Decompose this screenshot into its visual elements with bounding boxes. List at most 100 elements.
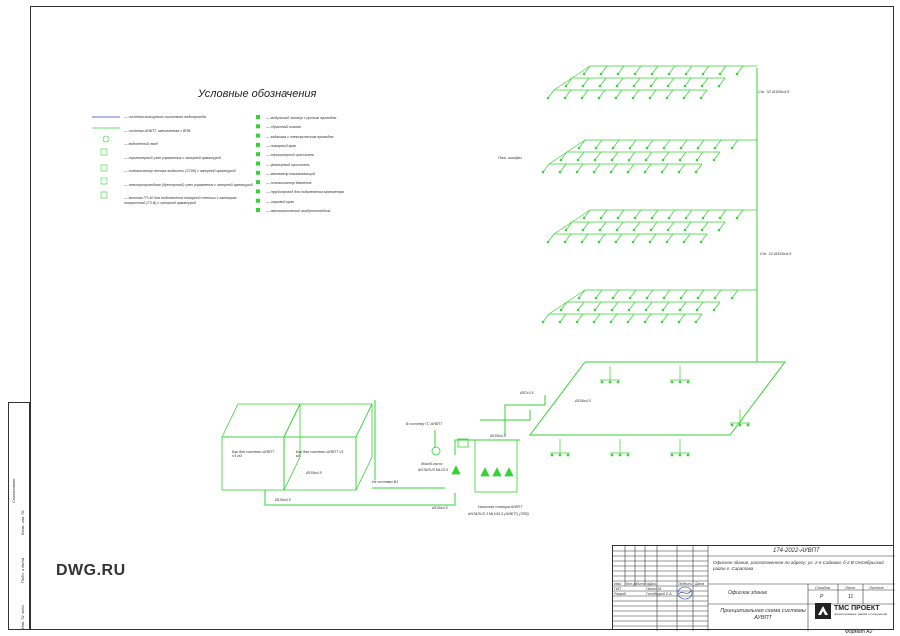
sprinkler-drop: [633, 77, 641, 87]
sprinkler-drop: [646, 139, 654, 149]
sprinkler-floor: [546, 209, 757, 244]
sprinkler-head-icon: [594, 146, 598, 150]
legend-right-item: — обратный клапан: [266, 125, 301, 130]
sprinkler-drop: [683, 233, 691, 243]
sprinkler-head-icon: [665, 240, 669, 244]
sprinkler-head-icon: [660, 170, 664, 174]
sprinkler-drop: [583, 209, 591, 219]
sprinkler-head-icon: [597, 96, 601, 100]
sprinkler-head-icon: [610, 158, 614, 162]
sprinkler-head-icon: [614, 240, 618, 244]
sprinkler-drop: [680, 139, 688, 149]
sprinkler-drop: [696, 301, 704, 311]
sprinkler-head-icon: [610, 308, 614, 312]
sprinkler-head-icon: [599, 216, 603, 220]
sprinkler-head-icon: [558, 320, 562, 324]
sprinkler-drop: [696, 151, 704, 161]
sprinkler-head-icon: [712, 158, 716, 162]
sprinkler-head-icon: [713, 146, 717, 150]
sprinkler-drop: [600, 65, 608, 75]
label-pipe-main-2: Ø159х4,5: [275, 498, 291, 502]
sprinkler-head-icon: [632, 84, 636, 88]
sprinkler-head-icon: [616, 72, 620, 76]
sprinkler-head-icon: [609, 170, 613, 174]
legend-right-item: — модульный затвор с ручным приводом: [266, 116, 337, 120]
sprinkler-drop: [678, 313, 686, 323]
legend-fitting-icon: [256, 115, 260, 119]
bypass-line: [480, 410, 531, 421]
sprinkler-drop: [632, 233, 640, 243]
sprinkler-head-icon: [730, 296, 734, 300]
sprinkler-head-icon: [615, 228, 619, 232]
sprinkler-drop: [582, 221, 590, 231]
sprinkler-head-icon: [730, 423, 734, 427]
sprinkler-drop: [582, 77, 590, 87]
jockey-pump-icon: [451, 465, 461, 475]
sprinkler-drop: [560, 301, 568, 311]
label-riser-mid: Ст. 32 Ø159х4,5: [760, 251, 792, 256]
legend-inlet-icon: [102, 135, 110, 143]
ring-branches: [550, 366, 750, 457]
sprinkler-drop: [668, 65, 676, 75]
sprinkler-head-icon: [684, 72, 688, 76]
label-pump-model: ANTARUS 3 MLV45-5 (АУВПТ) (ЗПВ): [468, 512, 529, 516]
sprinkler-drop: [577, 151, 585, 161]
sprinkler-drop: [576, 313, 584, 323]
sprinkler-drop: [583, 65, 591, 75]
sprinkler-head-icon: [626, 320, 630, 324]
sprinkler-drop: [616, 221, 624, 231]
sprinkler-drop: [679, 301, 687, 311]
sprinkler-head-icon: [599, 72, 603, 76]
address: Офисное здание, расположенное по адресу:…: [713, 560, 884, 571]
sprinkler-drop: [684, 221, 692, 231]
sprinkler-drop: [547, 233, 555, 243]
sprinkler-drop: [719, 65, 727, 75]
sprinkler-head-icon: [627, 308, 631, 312]
legend-right-item: — пожарный кран: [266, 143, 297, 148]
sheet-format: Формат А2: [845, 629, 873, 635]
sprinkler-head-icon: [592, 170, 596, 174]
sprinkler-head-icon: [645, 296, 649, 300]
sprinkler-drop: [598, 89, 606, 99]
sprinkler-head-icon: [633, 72, 637, 76]
name-2: Гонибоцкий Е.А.: [646, 592, 673, 596]
sprinkler-head-icon: [541, 170, 545, 174]
sprinkler-head-icon: [559, 308, 563, 312]
legend-valve-icon: [100, 148, 108, 156]
sprinkler-head-icon: [645, 146, 649, 150]
label-jockey-model: ANTARUS MLV3-5: [418, 468, 449, 472]
sprinkler-head-icon: [576, 158, 580, 162]
sprinkler-drop: [617, 209, 625, 219]
sprinkler-head-icon: [582, 216, 586, 220]
sprinkler-drop: [695, 313, 703, 323]
sprinkler-head-icon: [701, 216, 705, 220]
sprinkler-head-icon: [633, 216, 637, 220]
sprinkler-head-icon: [611, 296, 615, 300]
sprinkler-head-icon: [628, 146, 632, 150]
legend-symbols: [92, 115, 260, 212]
sprinkler-head-icon: [600, 380, 604, 384]
signature-stamp: [677, 586, 693, 600]
sprinkler-head-icon: [695, 308, 699, 312]
sprinkler-drop: [578, 139, 586, 149]
sprinkler-drop: [610, 163, 618, 173]
sprinkler-head-icon: [712, 308, 716, 312]
manifold-box: [457, 438, 469, 448]
legend-left-item: — система АУВПТ, заполненная с ВПВ: [124, 128, 191, 133]
sprinkler-head-icon: [575, 170, 579, 174]
sprinkler-drop: [542, 313, 550, 323]
sprinkler-head-icon: [650, 72, 654, 76]
sprinkler-head-icon: [678, 453, 682, 457]
sprinkler-drop: [649, 89, 657, 99]
sprinkler-head-icon: [594, 296, 598, 300]
legend-valve-icon: [100, 164, 108, 172]
sprinkler-head-icon: [541, 320, 545, 324]
sprinkler-head-icon: [615, 84, 619, 88]
sprinkler-drop: [719, 209, 727, 219]
sprinkler-drop: [697, 139, 705, 149]
sprinkler-head-icon: [684, 216, 688, 220]
distribution-ring: [528, 361, 787, 436]
sprinkler-drop: [649, 233, 657, 243]
sprinkler-head-icon: [631, 240, 635, 244]
legend-left-item: — водопенный ввод: [124, 142, 158, 146]
